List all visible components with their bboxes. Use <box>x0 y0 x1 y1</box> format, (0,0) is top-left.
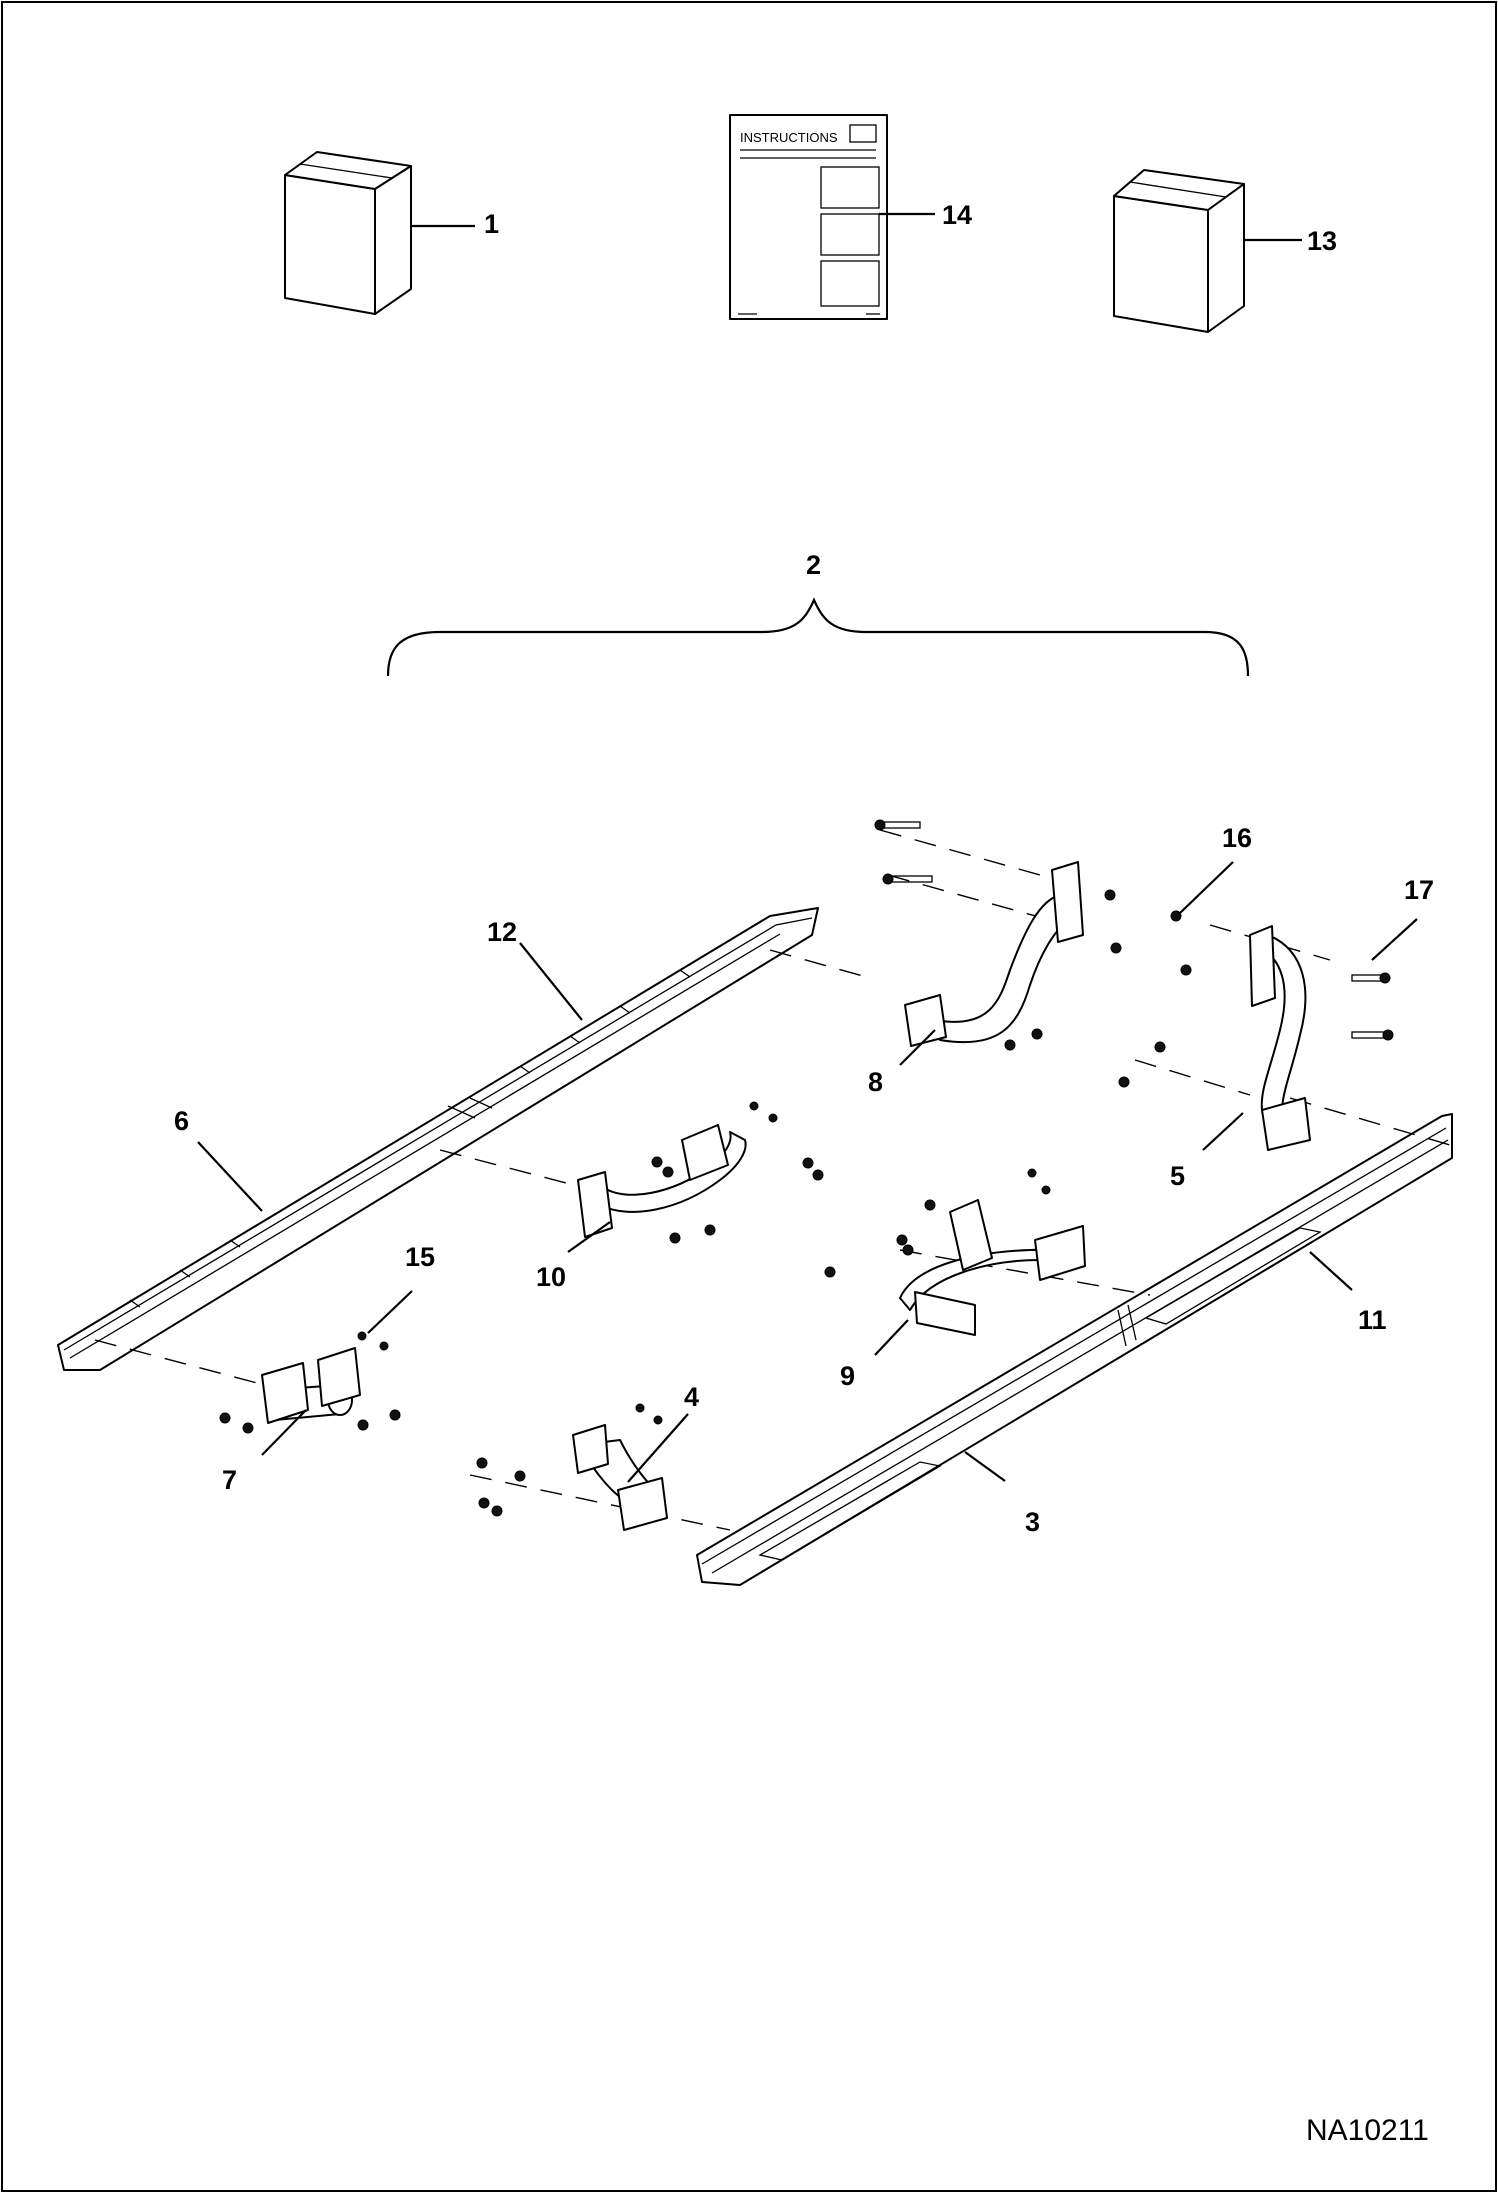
document-id: NA10211 <box>1306 2114 1429 2147</box>
leader-11 <box>1309 1251 1353 1291</box>
running-board-3-11 <box>696 1113 1453 1586</box>
mount-bracket-10 <box>577 1124 747 1238</box>
callout-7: 7 <box>222 1465 237 1495</box>
callout-1: 1 <box>484 209 499 239</box>
mount-bracket-7 <box>261 1347 361 1424</box>
box-part-13 <box>1113 169 1245 333</box>
leader-4 <box>627 1413 689 1483</box>
bolts-9 <box>824 1168 1051 1278</box>
callout-5: 5 <box>1170 1161 1185 1191</box>
mount-bracket-8 <box>904 861 1084 1047</box>
callout-15: 15 <box>405 1242 435 1272</box>
mount-bracket-9 <box>899 1199 1086 1336</box>
leader-8 <box>899 1029 936 1066</box>
callout-4: 4 <box>684 1382 699 1412</box>
mount-bracket-4 <box>572 1424 668 1531</box>
bolts-5 <box>1118 910 1394 1088</box>
bolts-7 <box>219 1331 401 1434</box>
leader-3 <box>964 1451 1006 1482</box>
leader-17 <box>1371 918 1418 961</box>
callout-10: 10 <box>536 1262 566 1292</box>
box-part-1 <box>284 151 412 315</box>
bolts-8 <box>874 819 1122 1051</box>
callout-6: 6 <box>174 1106 189 1136</box>
leader-12 <box>519 942 583 1021</box>
callout-9: 9 <box>840 1361 855 1391</box>
mount-bracket-5 <box>1249 925 1311 1151</box>
instructions-label: INSTRUCTIONS <box>740 130 838 145</box>
leader-9 <box>874 1319 909 1356</box>
callout-14: 14 <box>942 200 972 230</box>
group-brace-2 <box>386 597 1250 677</box>
leader-16 <box>1179 861 1234 914</box>
callout-12: 12 <box>487 917 517 947</box>
callout-3: 3 <box>1025 1507 1040 1537</box>
leader-10 <box>567 1221 611 1253</box>
callout-13: 13 <box>1307 226 1337 256</box>
leader-7 <box>261 1409 307 1456</box>
callout-16: 16 <box>1222 823 1252 853</box>
leader-5 <box>1202 1112 1244 1151</box>
callout-8: 8 <box>868 1067 883 1097</box>
bolts-4 <box>476 1403 663 1517</box>
leader-6 <box>197 1141 263 1212</box>
callout-11: 11 <box>1358 1305 1387 1335</box>
leader-15 <box>367 1290 413 1334</box>
running-board-6-12 <box>57 907 819 1371</box>
callout-2: 2 <box>806 550 821 580</box>
bolts-10 <box>651 1101 824 1244</box>
callout-17: 17 <box>1404 875 1434 905</box>
instructions-sheet-part-14: INSTRUCTIONS <box>729 114 888 320</box>
